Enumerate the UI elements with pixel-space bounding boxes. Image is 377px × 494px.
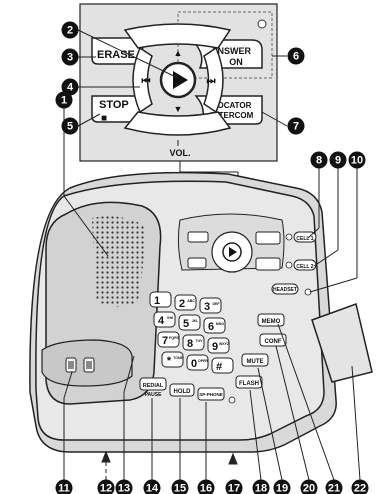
keypad-letters: WXYZ [219, 342, 230, 346]
callout-number-6: 6 [293, 51, 299, 63]
callout-number-8: 8 [316, 155, 322, 167]
keypad-digit: 2 [179, 298, 185, 310]
callout-number-4: 4 [67, 82, 74, 94]
keypad-letters: PQRS [169, 336, 180, 340]
callout-number-21: 21 [328, 483, 340, 494]
rewind-icon: ⏮ [142, 76, 151, 87]
keypad-digit: 3 [204, 301, 210, 313]
callout-number-13: 13 [118, 483, 130, 494]
hold-label: HOLD [174, 389, 192, 395]
flash-label: FLASH [239, 381, 259, 387]
keypad-digit: 4 [158, 315, 165, 327]
callout-number-1: 1 [61, 95, 67, 107]
headset-label: HEADSET [273, 287, 297, 293]
callout-number-17: 17 [228, 483, 240, 494]
conf-label: CONF [265, 339, 282, 345]
on-label: ON [229, 57, 243, 67]
callout-number-19: 19 [276, 483, 288, 494]
keypad-letters: JKL [192, 319, 199, 323]
keypad-letters: GHI [167, 316, 173, 320]
cell2-label: CELL 2 [296, 264, 313, 270]
callout-number-14: 14 [146, 483, 159, 494]
callout-number-16: 16 [200, 483, 212, 494]
callout-number-12: 12 [100, 483, 112, 494]
stop-label: STOP [99, 99, 129, 111]
keypad-digit: * [167, 355, 172, 367]
callout-number-5: 5 [67, 121, 73, 133]
navigator-ring: ▲ ▼ ⏮ ⏭ [125, 24, 230, 135]
pause-label: PAUSE [145, 392, 163, 398]
keypad-letters: DEF [213, 302, 221, 306]
stop-square-icon: ■ [101, 113, 107, 124]
callout-number-18: 18 [255, 483, 267, 494]
keypad-digit: 1 [154, 295, 160, 307]
callout-number-9: 9 [335, 155, 341, 167]
cell1-label: CELL 1 [296, 236, 313, 242]
keypad-letters: OPER [198, 359, 208, 363]
vol-label: VOL. [169, 148, 190, 158]
volume-down-icon: ▼ [174, 104, 183, 114]
keypad-key-10: *TONE [162, 352, 183, 367]
inset-panel: ERASE STOP ■ ANSWER ON LOCATOR INTERCOM … [80, 4, 277, 161]
callout-number-2: 2 [67, 25, 73, 37]
speaker-grille [92, 216, 146, 307]
volume-up-icon: ▲ [174, 48, 183, 58]
speaker-label: SP-PHONE [199, 392, 223, 397]
keypad-digit: 5 [183, 318, 189, 330]
keypad-letters: TUV [196, 339, 204, 343]
keypad-key-6: 6MNO [204, 318, 225, 333]
callout-number-15: 15 [174, 483, 186, 494]
keypad-key-1: 1 [150, 292, 171, 307]
fast-forward-icon: ⏭ [207, 76, 216, 87]
callout-number-3: 3 [67, 52, 73, 64]
keypad-digit: 6 [208, 321, 214, 333]
mute-label: MUTE [247, 359, 264, 365]
keypad-digit: 7 [162, 335, 168, 347]
keypad-digit: 0 [191, 358, 197, 370]
keypad-key-12: # [212, 358, 233, 373]
keypad-digit: # [216, 361, 222, 373]
redial-label: REDIAL [143, 383, 164, 389]
keypad-digit: 8 [187, 338, 193, 350]
keypad-letters: ABC [187, 299, 195, 303]
keypad-letters: MNO [216, 322, 224, 326]
callout-number-22: 22 [354, 483, 366, 494]
keypad-letters: TONE [173, 356, 183, 360]
callout-number-11: 11 [58, 483, 70, 494]
callout-number-7: 7 [293, 121, 299, 133]
callout-number-20: 20 [303, 483, 315, 494]
keypad-digit: 9 [212, 341, 218, 353]
callout-number-10: 10 [351, 155, 363, 167]
